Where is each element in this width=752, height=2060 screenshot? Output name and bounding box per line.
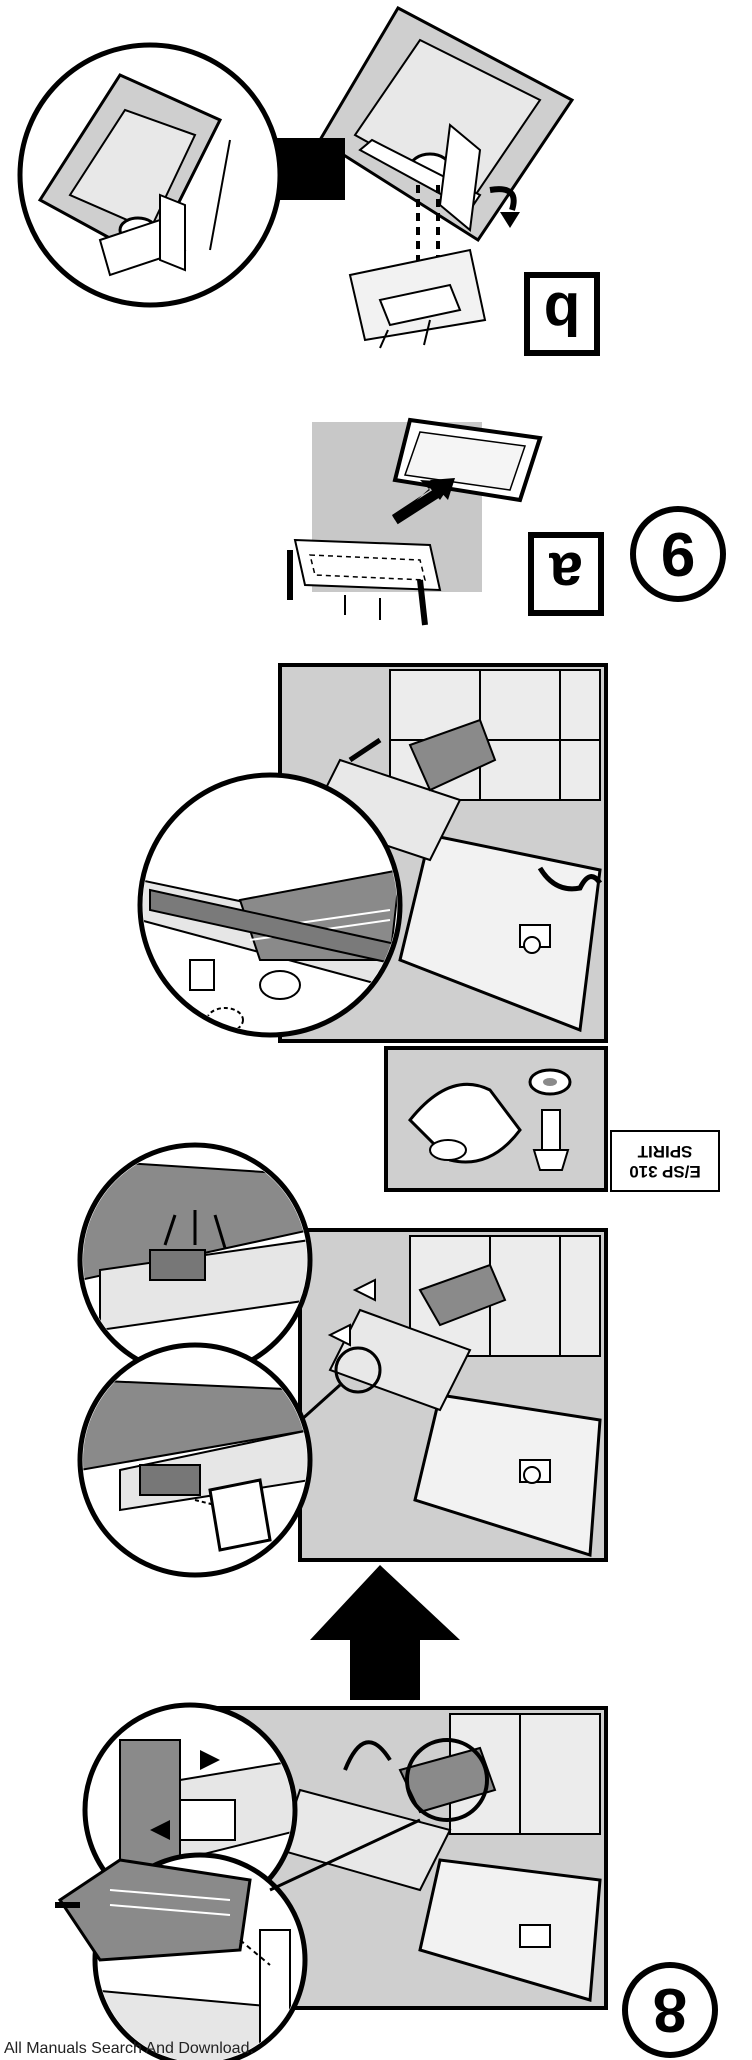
step8-panel1-illustration: [140, 665, 606, 1041]
model-label-line1: SPIRIT: [612, 1141, 718, 1161]
up-arrow-icon: [310, 1565, 460, 1700]
step9b-label: b: [524, 272, 600, 356]
step9a-illustration: [290, 420, 540, 625]
step9b-illustration: [20, 8, 572, 348]
step8-number: 8: [622, 1962, 718, 2058]
step9a-label: a: [528, 532, 604, 616]
step8-parts-illustration: [386, 1048, 606, 1190]
step8-panel3-illustration: [55, 1705, 606, 2060]
model-label-line2: E/SP 310: [612, 1161, 718, 1181]
model-label: E/SP 310 SPIRIT: [610, 1130, 720, 1192]
step9-number: 9: [630, 506, 726, 602]
step8-panel2-illustration: [80, 1145, 606, 1575]
footer-text: All Manuals Search And Download.: [4, 2040, 254, 2058]
